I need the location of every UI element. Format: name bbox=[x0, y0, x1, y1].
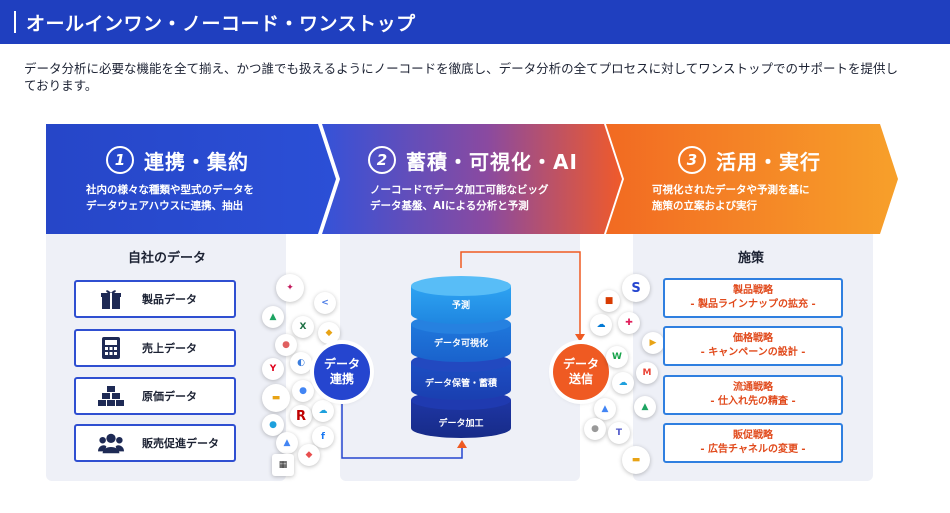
step-3-desc-line-2: 施策の立案および実行 bbox=[652, 200, 757, 212]
policy-price: 価格戦略 - キャンペーンの設計 - bbox=[663, 326, 843, 366]
facebook-icon: f bbox=[312, 426, 334, 448]
drive-icon: ▲ bbox=[634, 396, 656, 418]
policy-detail: - 広告チャネルの変更 - bbox=[700, 444, 806, 455]
service-logo-icon: ● bbox=[262, 414, 284, 436]
policy-detail: - 仕入れ先の精査 - bbox=[710, 396, 796, 407]
policy-name: 製品戦略 bbox=[733, 285, 773, 296]
drive-icon: ▲ bbox=[262, 306, 284, 328]
step-1-desc-line-1: 社内の様々な種類や型式のデータを bbox=[86, 184, 254, 196]
excel-icon: X bbox=[292, 316, 314, 338]
data-platform-cylinder bbox=[411, 276, 511, 438]
page-title: オールインワン・ノーコード・ワンストップ bbox=[26, 12, 416, 35]
policy-detail: - キャンペーンの設計 - bbox=[700, 347, 806, 358]
measures-title: 施策 bbox=[738, 251, 765, 266]
service-logo-icon: ▬ bbox=[262, 384, 290, 412]
data-integration-label: データ 連携 bbox=[323, 357, 360, 386]
service-logo-icon: ▶ bbox=[642, 332, 664, 354]
step-2-desc-line-1: ノーコードでデータ加工可能なビッグ bbox=[370, 184, 549, 196]
gmail-icon: M bbox=[636, 362, 658, 384]
data-item-sales: 売上データ bbox=[74, 329, 236, 367]
step-3-desc: 可視化されたデータや予測を基に 施策の立案および実行 bbox=[652, 182, 882, 214]
step-2-desc-line-2: データ基盤、AIによる分析と予測 bbox=[370, 200, 529, 212]
service-logo-icon: S bbox=[622, 274, 650, 302]
step-2-heading: 蓄積・可視化・AI bbox=[406, 150, 578, 174]
rakuten-icon: R bbox=[290, 405, 312, 427]
data-send-label: データ 送信 bbox=[562, 357, 599, 386]
boxes-icon bbox=[98, 384, 124, 408]
service-logo-icon: ● bbox=[292, 380, 314, 402]
calculator-icon bbox=[98, 336, 124, 360]
service-logo-icon: ✦ bbox=[276, 274, 304, 302]
slack-icon: ✚ bbox=[618, 312, 640, 334]
data-item-label: 売上データ bbox=[142, 342, 197, 355]
layer-processing: データ加工 bbox=[438, 419, 484, 429]
step-3-number: 3 bbox=[678, 146, 706, 174]
step-1-desc-line-2: データウェアハウスに連携、抽出 bbox=[86, 200, 244, 212]
data-item-label: 製品データ bbox=[142, 293, 197, 306]
step-2-arrow: 2 蓄積・可視化・AI ノーコードでデータ加工可能なビッグ データ基盤、AIによ… bbox=[322, 124, 622, 234]
policy-promotion: 販促戦略 - 広告チャネルの変更 - bbox=[663, 423, 843, 463]
yahoo-icon: Y bbox=[262, 358, 284, 380]
step-3-desc-line-1: 可視化されたデータや予測を基に bbox=[652, 184, 810, 196]
step-1-number: 1 bbox=[106, 146, 134, 174]
data-item-cost: 原価データ bbox=[74, 377, 236, 415]
service-logo-icon: ● bbox=[584, 418, 606, 440]
step-1-heading: 連携・集約 bbox=[144, 150, 249, 174]
data-integration-badge: データ 連携 bbox=[314, 344, 370, 400]
policy-name: 流通戦略 bbox=[733, 382, 773, 393]
policy-product: 製品戦略 - 製品ラインナップの拡充 - bbox=[663, 278, 843, 318]
gift-icon bbox=[98, 287, 124, 311]
service-logo-icon: ◐ bbox=[290, 352, 312, 374]
policy-name: 販促戦略 bbox=[733, 430, 773, 441]
service-logo-icon: ▬ bbox=[622, 446, 650, 474]
layer-prediction: 予測 bbox=[451, 301, 470, 311]
policy-distribution: 流通戦略 - 仕入れ先の精査 - bbox=[663, 375, 843, 415]
layer-storage: データ保管・蓄積 bbox=[424, 379, 497, 389]
company-data-title: 自社のデータ bbox=[128, 251, 207, 266]
data-send-badge: データ 送信 bbox=[553, 344, 609, 400]
service-logo-icon: ◆ bbox=[298, 444, 320, 466]
step-1-desc: 社内の様々な種類や型式のデータを データウェアハウスに連携、抽出 bbox=[86, 182, 316, 214]
service-logo-icon: ■ bbox=[598, 290, 620, 312]
data-item-label: 原価データ bbox=[142, 390, 197, 403]
data-item-product: 製品データ bbox=[74, 280, 236, 318]
people-icon bbox=[98, 431, 124, 455]
step-1-arrow: 1 連携・集約 社内の様々な種類や型式のデータを データウェアハウスに連携、抽出 bbox=[46, 124, 336, 234]
teams-icon: T bbox=[608, 422, 630, 444]
salesforce-icon: ☁ bbox=[312, 400, 334, 422]
service-logo-icon: ● bbox=[275, 334, 297, 356]
header-bar: オールインワン・ノーコード・ワンストップ bbox=[0, 0, 950, 44]
cloud-icon: ☁ bbox=[590, 314, 612, 336]
step-2-desc: ノーコードでデータ加工可能なビッグ データ基盤、AIによる分析と予測 bbox=[370, 182, 600, 214]
qr-code-icon: ▦ bbox=[272, 454, 294, 476]
step-3-arrow: 3 活用・実行 可視化されたデータや予測を基に 施策の立案および実行 bbox=[606, 124, 898, 234]
salesforce-icon: ☁ bbox=[612, 372, 634, 394]
step-2-number: 2 bbox=[368, 146, 396, 174]
service-logo-icon: ▲ bbox=[594, 398, 616, 420]
service-logo-icon: < bbox=[314, 292, 336, 314]
data-item-label: 販売促進データ bbox=[142, 437, 219, 450]
layer-visualization: データ可視化 bbox=[433, 339, 488, 349]
title-accent-bar bbox=[14, 11, 16, 33]
lead-text: データ分析に必要な機能を全て揃え、かつ誰でも扱えるようにノーコードを徹底し、デー… bbox=[24, 61, 899, 93]
step-3-heading: 活用・実行 bbox=[716, 150, 821, 174]
service-logo-icon: W bbox=[606, 346, 628, 368]
data-item-promotion: 販売促進データ bbox=[74, 424, 236, 462]
policy-detail: - 製品ラインナップの拡充 - bbox=[690, 299, 816, 310]
policy-name: 価格戦略 bbox=[733, 333, 773, 344]
service-logo-icon: ▲ bbox=[276, 432, 298, 454]
service-logo-icon: ◆ bbox=[318, 322, 340, 344]
